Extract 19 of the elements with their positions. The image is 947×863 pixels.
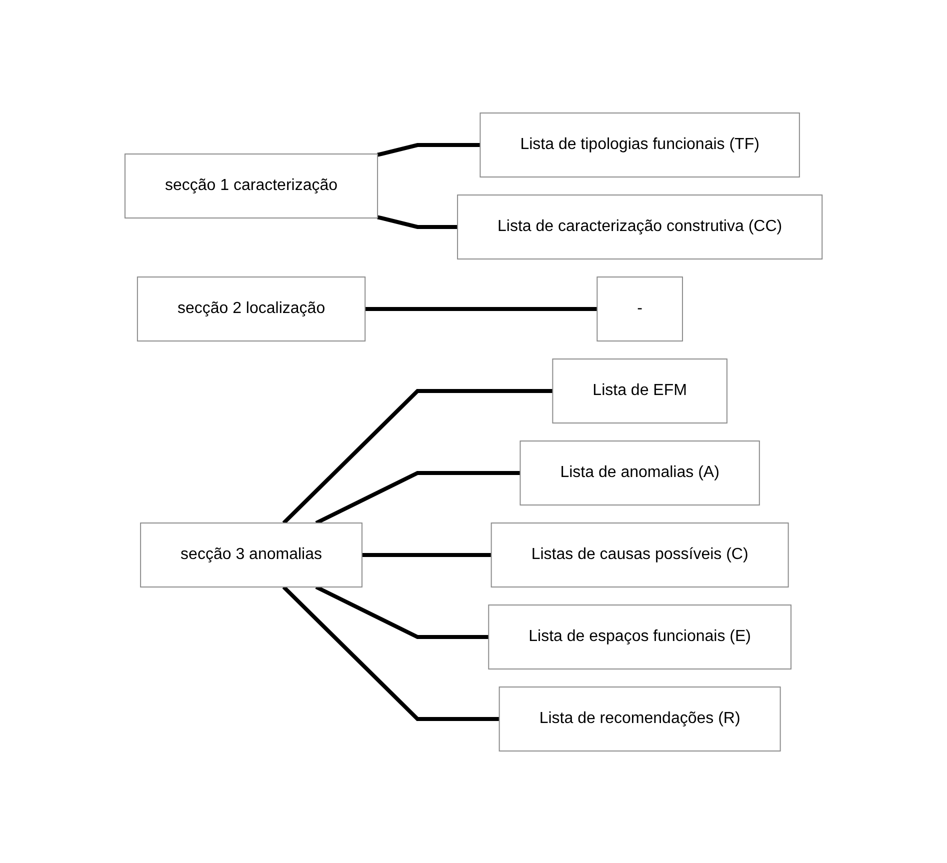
connector [315, 584, 489, 638]
connector [377, 142, 480, 156]
node-box: Lista de anomalias (A) [520, 440, 760, 505]
node-box: Lista de tipologias funcionais (TF) [480, 112, 800, 177]
connector [362, 552, 492, 556]
connector [282, 585, 500, 720]
node-box: secção 2 localização [136, 276, 366, 341]
node-box: Lista de espaços funcionais (E) [488, 604, 792, 669]
node-box: Listas de causas possíveis (C) [490, 522, 789, 587]
node-box: secção 3 anomalias [140, 522, 362, 587]
connector [365, 306, 598, 310]
node-box: Lista de recomendações (R) [498, 686, 781, 751]
node-box: Lista de EFM [552, 358, 728, 423]
connector [377, 214, 458, 228]
node-box: - [596, 276, 683, 341]
connector [315, 470, 520, 524]
connector [282, 388, 553, 524]
node-box: secção 1 caracterização [124, 153, 378, 218]
node-box: Lista de caracterização construtiva (CC) [456, 194, 823, 259]
